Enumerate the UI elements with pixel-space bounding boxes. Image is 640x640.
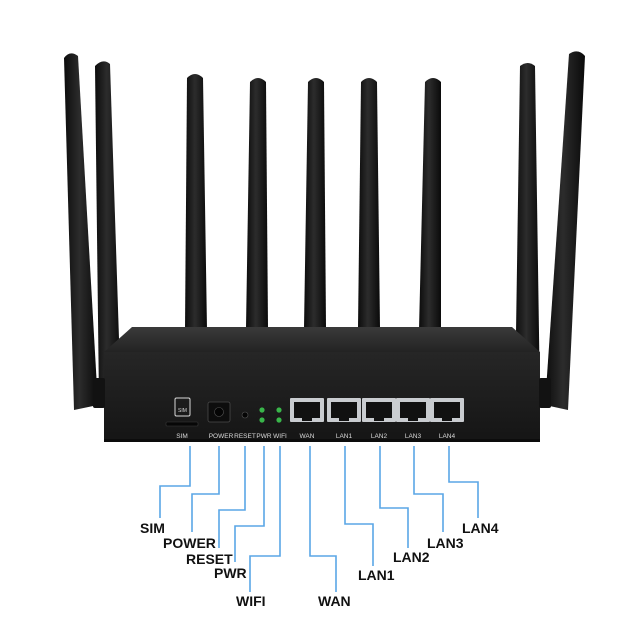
router-base-edge (104, 439, 540, 442)
wan-port[interactable] (290, 398, 324, 422)
callout-lan1: LAN1 (358, 567, 395, 583)
lan4-port[interactable] (430, 398, 464, 422)
callout-lan3: LAN3 (427, 535, 464, 551)
pwr-led-2 (259, 417, 265, 423)
panel-label-wan: WAN (300, 433, 315, 440)
router-front-panel (104, 352, 540, 441)
callout-pwr: PWR (214, 565, 247, 581)
panel-label-lan3: LAN3 (405, 433, 422, 440)
callout-sim: SIM (140, 520, 165, 536)
panel-label-power: POWER (209, 433, 234, 440)
ethernet-ports (290, 398, 464, 422)
panel-label-pwr: PWR (256, 433, 271, 440)
lan3-port[interactable] (396, 398, 430, 422)
pwr-led (259, 407, 265, 413)
callout-reset: RESET (186, 551, 233, 567)
leader-lan2 (379, 446, 409, 548)
panel-label-reset: RESET (234, 433, 256, 440)
antenna-5 (304, 78, 326, 328)
antenna-6 (358, 78, 380, 328)
leader-lan4 (448, 446, 479, 518)
leader-pwr (234, 446, 265, 562)
antenna-2 (95, 61, 121, 403)
antennas (64, 51, 585, 411)
side-bracket-right (539, 378, 551, 408)
antenna-8 (515, 63, 540, 400)
panel-label-lan2: LAN2 (371, 433, 388, 440)
sim-slot-group: SIM (165, 397, 199, 427)
lan2-port[interactable] (362, 398, 396, 422)
panel-label-lan1: LAN1 (336, 433, 353, 440)
callout-labels: SIM POWER RESET PWR WIFI WAN LAN1 LAN2 L… (140, 520, 499, 609)
antenna-1 (64, 53, 98, 411)
sim-slot[interactable] (165, 421, 199, 427)
antenna-4 (246, 78, 268, 328)
sim-icon-text: SIM (178, 408, 187, 414)
panel-label-wifi: WIFI (273, 433, 287, 440)
leader-reset (218, 446, 246, 548)
power-jack-group (207, 401, 231, 423)
reset-button[interactable] (241, 411, 249, 419)
side-bracket-left (93, 378, 105, 408)
router-top (104, 327, 540, 352)
panel-label-sim: SIM (176, 433, 188, 440)
callout-wifi: WIFI (236, 593, 266, 609)
callout-lan2: LAN2 (393, 549, 430, 565)
callout-wan: WAN (318, 593, 351, 609)
leader-wan (309, 446, 337, 592)
leader-wifi (249, 446, 281, 592)
antenna-9 (545, 51, 585, 411)
panel-labels: SIM POWER RESET PWR WIFI WAN LAN1 LAN2 L… (176, 433, 455, 440)
callout-leader-lines (159, 446, 479, 592)
leader-power (191, 446, 220, 532)
callout-lan4: LAN4 (462, 520, 499, 536)
leader-lan3 (413, 446, 444, 532)
wifi-led (276, 407, 282, 413)
power-jack-hole (214, 407, 224, 417)
sim-icon (174, 397, 191, 417)
callout-power: POWER (163, 535, 216, 551)
wifi-led-2 (276, 417, 282, 423)
router-body (93, 327, 551, 442)
panel-label-lan4: LAN4 (439, 433, 456, 440)
leader-lan1 (344, 446, 374, 566)
antenna-7 (419, 78, 441, 330)
leader-sim (159, 446, 191, 518)
antenna-3 (185, 74, 207, 330)
lan1-port[interactable] (327, 398, 361, 422)
status-leds (259, 407, 282, 423)
